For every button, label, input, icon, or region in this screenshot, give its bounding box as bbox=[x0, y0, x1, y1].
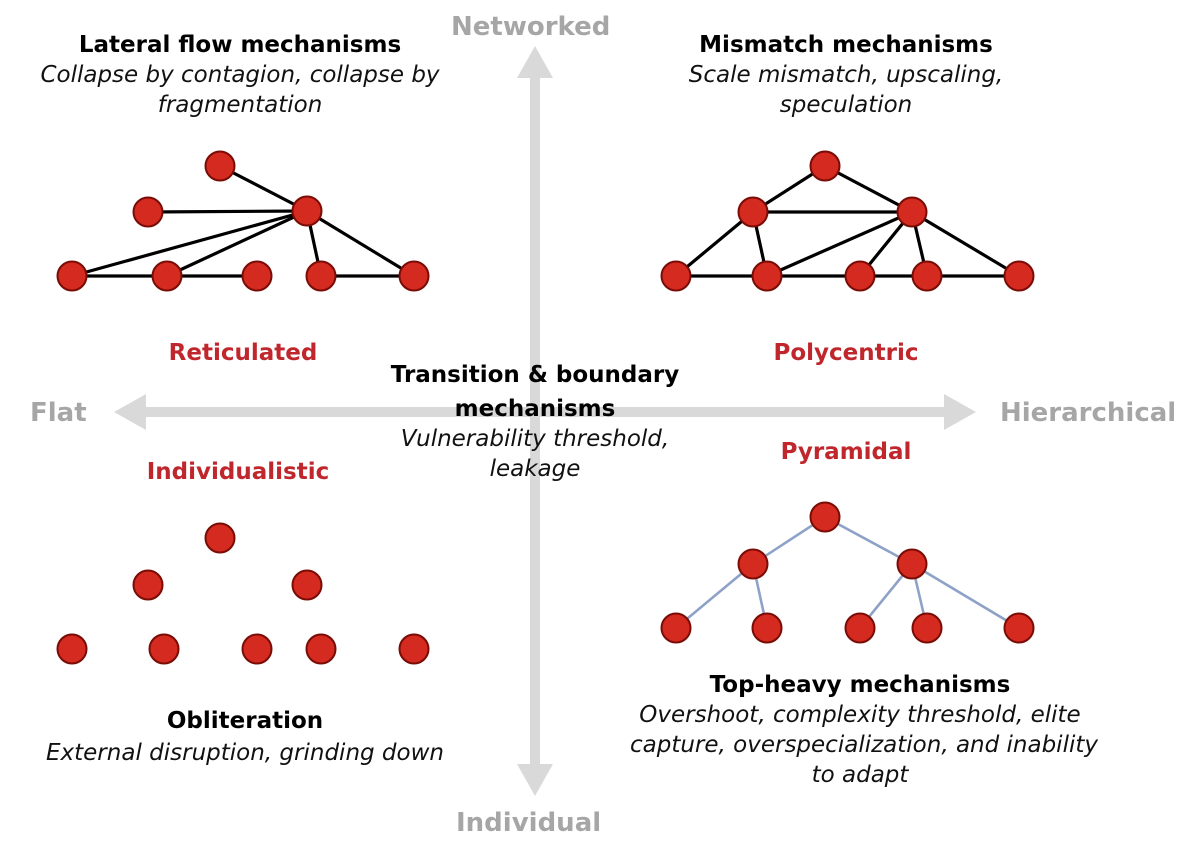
obliteration-heading: Obliteration bbox=[166, 708, 324, 734]
pyramidal-node-5 bbox=[751, 612, 783, 644]
reticulated-node-5 bbox=[151, 260, 183, 292]
polycentric-edge-6 bbox=[765, 210, 914, 278]
polycentric-node-1 bbox=[809, 150, 841, 182]
lateral-flow-description-line-2: fragmentation bbox=[157, 92, 323, 118]
pyramidal-node-6 bbox=[844, 612, 876, 644]
transition-heading-line-1: Transition & boundary bbox=[390, 362, 680, 388]
pyramidal-node-4 bbox=[660, 612, 692, 644]
polycentric-node-4 bbox=[660, 260, 692, 292]
individualistic-node-8 bbox=[398, 633, 430, 665]
top-heavy-description-line-2: capture, overspecialization, and inabili… bbox=[630, 732, 1098, 758]
individualistic-node-5 bbox=[148, 633, 180, 665]
arrowhead-down bbox=[517, 764, 553, 796]
top-heavy-description-line-3: to adapt bbox=[811, 762, 909, 788]
pyramidal-edge-2 bbox=[823, 515, 914, 566]
reticulated-edge-3 bbox=[70, 209, 309, 278]
reticulated-node-1 bbox=[204, 150, 236, 182]
obliteration-description: External disruption, grinding down bbox=[46, 740, 444, 766]
polycentric-node-5 bbox=[751, 260, 783, 292]
arrowhead-right bbox=[944, 394, 976, 430]
pyramidal-label: Pyramidal bbox=[780, 439, 912, 465]
polycentric-node-8 bbox=[1003, 260, 1035, 292]
polycentric-edge-9 bbox=[910, 210, 1021, 278]
pyramidal-node-7 bbox=[911, 612, 943, 644]
reticulated-node-6 bbox=[241, 260, 273, 292]
arrowhead-up bbox=[517, 46, 553, 78]
individualistic-node-7 bbox=[305, 633, 337, 665]
pyramidal-node-2 bbox=[737, 548, 769, 580]
individualistic-node-4 bbox=[56, 633, 88, 665]
mismatch-description-line-1: Scale mismatch, upscaling, bbox=[688, 62, 1004, 88]
reticulated-label: Reticulated bbox=[168, 340, 318, 366]
lateral-flow-heading: Lateral flow mechanisms bbox=[78, 32, 402, 58]
axis-label-networked: Networked bbox=[451, 12, 611, 42]
reticulated-node-8 bbox=[398, 260, 430, 292]
reticulated-edge-6 bbox=[305, 209, 416, 278]
reticulated-edge-2 bbox=[146, 209, 309, 214]
mismatch-description-line-2: speculation bbox=[779, 92, 913, 118]
pyramidal-node-8 bbox=[1003, 612, 1035, 644]
reticulated-node-4 bbox=[56, 260, 88, 292]
transition-description-line-1: Vulnerability threshold, bbox=[400, 426, 670, 452]
reticulated-node-7 bbox=[305, 260, 337, 292]
individualistic-label: Individualistic bbox=[146, 459, 330, 485]
individualistic-node-2 bbox=[132, 569, 164, 601]
individualistic-node-3 bbox=[291, 569, 323, 601]
polycentric-node-7 bbox=[911, 260, 943, 292]
top-heavy-heading: Top-heavy mechanisms bbox=[709, 672, 1011, 698]
axis-label-hierarchical: Hierarchical bbox=[1000, 398, 1177, 428]
axis-label-individual: Individual bbox=[456, 808, 602, 838]
polycentric-node-6 bbox=[844, 260, 876, 292]
polycentric-node-2 bbox=[737, 196, 769, 228]
individualistic-node-6 bbox=[241, 633, 273, 665]
lateral-flow-description-line-1: Collapse by contagion, collapse by bbox=[40, 62, 440, 88]
mismatch-heading: Mismatch mechanisms bbox=[699, 32, 993, 58]
pyramidal-node-3 bbox=[896, 548, 928, 580]
reticulated-edge-4 bbox=[165, 209, 309, 278]
arrowhead-left bbox=[114, 394, 146, 430]
pyramidal-edge-3 bbox=[674, 562, 755, 630]
polycentric-edge-2 bbox=[823, 164, 914, 214]
polycentric-node-3 bbox=[896, 196, 928, 228]
top-heavy-description-line-1: Overshoot, complexity threshold, elite bbox=[639, 702, 1081, 728]
network-nodes bbox=[56, 150, 1035, 665]
axes bbox=[114, 46, 976, 796]
transition-description-line-2: leakage bbox=[489, 456, 581, 482]
polycentric-edge-4 bbox=[674, 210, 755, 278]
pyramidal-node-1 bbox=[809, 501, 841, 533]
polycentric-label: Polycentric bbox=[773, 340, 919, 366]
axis-label-flat: Flat bbox=[30, 398, 87, 428]
reticulated-node-2 bbox=[132, 196, 164, 228]
transition-heading-line-2: mechanisms bbox=[454, 396, 616, 422]
pyramidal-edge-7 bbox=[910, 562, 1021, 630]
individualistic-node-1 bbox=[204, 522, 236, 554]
reticulated-node-3 bbox=[291, 195, 323, 227]
reticulated-edge-1 bbox=[218, 164, 309, 213]
